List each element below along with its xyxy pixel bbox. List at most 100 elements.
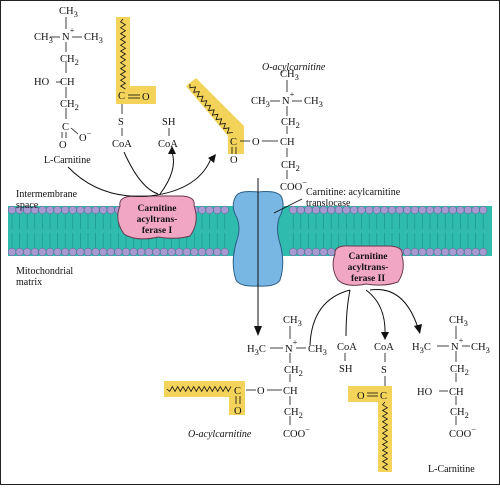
- oacyl-top-odbl: O: [230, 155, 238, 166]
- lipid-head: [365, 205, 374, 214]
- lipid-head: [30, 247, 39, 256]
- carn-bot-n: N+: [451, 335, 464, 353]
- lipid-head: [129, 247, 138, 256]
- lipid-head: [410, 247, 419, 256]
- acyl-chain-2: [189, 84, 233, 134]
- lipid-head: [289, 247, 298, 256]
- lipid-head: [426, 205, 435, 214]
- lipid-head: [441, 205, 450, 214]
- oacyl-top-ch3-left: CH3: [251, 96, 270, 109]
- enzyme-1-line-3: ferase I: [142, 226, 173, 236]
- oacyl-top-label: O-acylcarnitine: [262, 62, 326, 73]
- lipid-head: [38, 247, 47, 256]
- oacyl-top-ch3-right: CH3: [304, 96, 323, 109]
- oacyl-bot-odbl: O: [234, 406, 242, 417]
- oacyl-top-n: N+: [282, 89, 295, 107]
- carn-bot-ho: HO: [417, 387, 433, 398]
- lipid-head: [213, 247, 222, 256]
- lipid-head: [91, 205, 100, 214]
- acylcoa-bot-coa: CoA: [374, 342, 394, 353]
- lipid-head: [53, 205, 62, 214]
- enzyme-2-line-3: ferase II: [351, 274, 385, 284]
- lipid-head: [91, 247, 100, 256]
- lipid-head: [319, 247, 328, 256]
- lipid-head: [456, 205, 465, 214]
- lipid-head: [46, 247, 55, 256]
- carn-bot-ch2a: CH2: [450, 364, 469, 377]
- lipid-head: [114, 247, 123, 256]
- lipid-head: [182, 247, 191, 256]
- lipid-head: [418, 247, 427, 256]
- lipid-head: [137, 247, 146, 256]
- carn-bot-ch2b: CH2: [450, 407, 469, 420]
- oacyl-top-ch: CH: [280, 137, 295, 148]
- oacyl-bot-n: N+: [285, 337, 298, 355]
- carnitine-bottom-label: L-Carnitine: [428, 464, 475, 475]
- lipid-head: [38, 205, 47, 214]
- translocase-leader: [273, 198, 303, 214]
- ch3-left: CH3: [34, 32, 53, 45]
- acyl-coa-c: C: [118, 91, 125, 102]
- coash-bot-sh: SH: [339, 364, 353, 375]
- lipid-head: [296, 247, 305, 256]
- oacyl-top-ch2a: CH2: [281, 117, 300, 130]
- ch-group: CH: [60, 77, 75, 88]
- carn-bot-coo: COO−: [449, 424, 476, 440]
- oacyl-bot-ch3-right: CH3: [308, 344, 327, 357]
- lipid-head: [456, 247, 465, 256]
- o-double: O: [59, 140, 67, 151]
- acyl-coa-o: O: [142, 92, 150, 103]
- acylcoa-bot-s: S: [381, 365, 387, 376]
- lipid-head: [471, 205, 480, 214]
- lipid-head: [205, 205, 214, 214]
- lipid-head: [15, 247, 24, 256]
- oacyl-top-coo: COO−: [280, 177, 307, 193]
- intermembrane-label-1: Intermembrane: [16, 189, 78, 200]
- oacyl-bot-c: C: [234, 386, 241, 397]
- lipid-head: [350, 205, 359, 214]
- lipid-head: [68, 205, 77, 214]
- ho-group: HO: [34, 77, 50, 88]
- oacyl-top-ch3-top: CH3: [280, 69, 299, 82]
- coash-bot-coa: CoA: [337, 342, 357, 353]
- enzyme-1-line-2: acyltrans-: [137, 215, 178, 225]
- lipid-head: [61, 205, 70, 214]
- lipid-head: [152, 247, 161, 256]
- carnitine-top-label: L-Carnitine: [44, 155, 91, 166]
- lipid-head: [296, 205, 305, 214]
- carn-bot-ch3-top: CH3: [449, 315, 468, 328]
- lipid-head: [76, 205, 85, 214]
- lipid-head: [7, 205, 16, 214]
- lipid-head: [410, 205, 419, 214]
- oacyl-top-o: O: [252, 137, 260, 148]
- lipid-head: [167, 247, 176, 256]
- lipid-head: [372, 205, 381, 214]
- lipid-head: [403, 205, 412, 214]
- oacyl-bot-ch2a: CH2: [284, 365, 303, 378]
- oacyl-bot-ch3-top: CH3: [283, 315, 302, 328]
- lipid-head: [464, 205, 473, 214]
- matrix-label-1: Mitochondrial: [16, 266, 73, 277]
- o-minus: O−: [79, 128, 92, 144]
- enzyme-2-line-2: acyltrans-: [348, 263, 389, 273]
- oacyl-bot-coo: COO−: [283, 424, 310, 440]
- lipid-head: [23, 247, 32, 256]
- enzyme-1-line-1: Carnitine: [137, 204, 176, 214]
- enzyme-2-line-1: Carnitine: [348, 252, 387, 262]
- oacyl-bottom-label: O-acylcarnitine: [188, 429, 252, 440]
- oacyl-bot-ch2b: CH2: [284, 407, 303, 420]
- acyl-chain-4: [381, 401, 389, 471]
- coash-sh: SH: [162, 117, 176, 128]
- lipid-head: [213, 205, 222, 214]
- coash-coa: CoA: [158, 139, 178, 150]
- lipid-head: [418, 205, 427, 214]
- acylcoa-bot-highlight: [348, 386, 392, 472]
- acyl-coa-highlight: [116, 17, 156, 104]
- lipid-head: [46, 205, 55, 214]
- lipid-head: [83, 247, 92, 256]
- lipid-head: [76, 247, 85, 256]
- lipid-head: [144, 247, 153, 256]
- lipid-head: [7, 247, 16, 256]
